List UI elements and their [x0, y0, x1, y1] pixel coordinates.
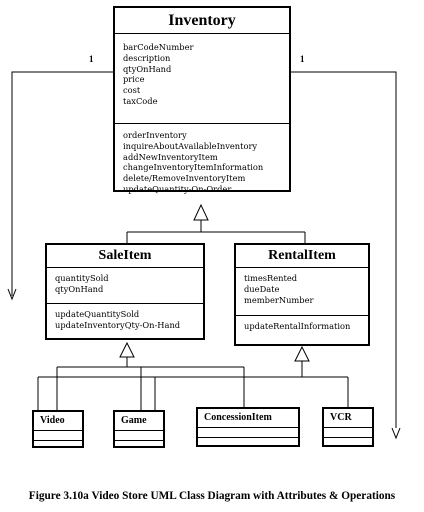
video-operations	[34, 441, 82, 450]
association-line-left	[11, 71, 113, 296]
attribute: dueDate	[244, 283, 280, 294]
class-name-vcr: VCR	[324, 409, 372, 428]
figure-caption: Figure 3.10a Video Store UML Class Diagr…	[28, 490, 396, 502]
attribute: cost	[123, 85, 141, 96]
class-name-saleitem: SaleItem	[47, 245, 203, 268]
vcr-attributes	[324, 428, 372, 438]
class-video: Video	[32, 410, 84, 448]
class-saleitem: SaleItem quantitySold qtyOnHand updateQu…	[45, 243, 205, 340]
game-operations	[115, 441, 163, 450]
class-name-rentalitem: RentalItem	[236, 245, 368, 268]
rentalitem-attributes: timesRented dueDate memberNumber	[236, 268, 368, 316]
attribute: timesRented	[244, 273, 298, 283]
multiplicity-label-left: 1	[89, 54, 94, 64]
class-name-game: Game	[115, 412, 163, 431]
operation: updateQuantitySold	[55, 309, 140, 319]
attribute: qtyOnHand	[123, 63, 172, 74]
attribute: taxCode	[123, 95, 158, 106]
attribute: description	[123, 52, 171, 63]
generalization-triangle-rentalitem	[294, 345, 310, 362]
operation: addNewInventoryItem	[123, 151, 218, 162]
rentalitem-operations: updateRentalInformation	[236, 316, 368, 334]
generalization-triangle-inventory	[193, 203, 209, 221]
saleitem-attributes: quantitySold qtyOnHand	[47, 268, 203, 304]
generalization-triangle-saleitem	[119, 341, 135, 358]
multiplicity-label-right: 1	[300, 54, 305, 64]
saleitem-operations: updateQuantitySold updateInventoryQty-On…	[47, 304, 203, 333]
class-rentalitem: RentalItem timesRented dueDate memberNum…	[234, 243, 370, 346]
operation: inquireAboutAvailableInventory	[123, 140, 258, 151]
arrowhead-right	[391, 427, 401, 440]
concessionitem-operations	[198, 438, 298, 447]
operation: delete/RemoveInventoryItem	[123, 173, 246, 184]
attribute: quantitySold	[55, 273, 109, 283]
class-name-concessionitem: ConcessionItem	[198, 409, 298, 428]
class-concessionitem: ConcessionItem	[196, 407, 300, 447]
operation: changeInventoryItemInformation	[123, 162, 264, 173]
concessionitem-attributes	[198, 428, 298, 438]
operation: updateRentalInformation	[244, 321, 351, 331]
attribute: price	[123, 74, 145, 85]
vcr-operations	[324, 438, 372, 447]
association-line-right	[291, 71, 397, 428]
game-attributes	[115, 431, 163, 441]
class-game: Game	[113, 410, 165, 448]
operation: updateQuantity-On-Order	[123, 183, 232, 194]
operation: updateInventoryQty-On-Hand	[55, 319, 181, 330]
arrowhead-left	[7, 288, 17, 301]
attribute: qtyOnHand	[55, 283, 104, 294]
video-attributes	[34, 431, 82, 441]
class-name-video: Video	[34, 412, 82, 431]
class-vcr: VCR	[322, 407, 374, 447]
class-inventory: Inventory barCodeNumber description qtyO…	[113, 6, 291, 194]
class-name-inventory: Inventory	[115, 8, 289, 34]
operation: orderInventory	[123, 130, 187, 140]
attribute: memberNumber	[244, 294, 314, 305]
inventory-operations: orderInventory inquireAboutAvailableInve…	[115, 124, 289, 197]
inventory-attributes: barCodeNumber description qtyOnHand pric…	[115, 34, 289, 124]
attribute: barCodeNumber	[123, 42, 194, 52]
